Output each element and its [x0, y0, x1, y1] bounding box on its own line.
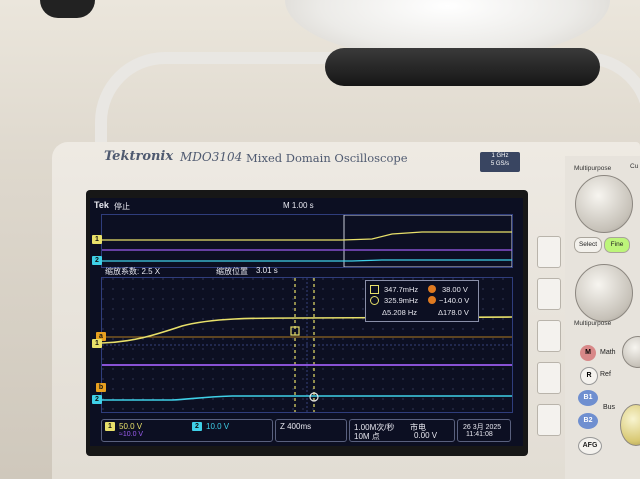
ref-b-marker: b — [96, 383, 106, 392]
trigger-source: 市电 — [410, 423, 426, 432]
brand-logo: Tektronix — [104, 149, 174, 164]
spec-badge: 1 GHz 5 GS/s — [480, 152, 520, 172]
side-menu-button-4[interactable] — [537, 362, 561, 394]
readout-delta-freq: Δ5.208 Hz — [382, 308, 418, 317]
zoom-ch2-marker: 2 — [92, 395, 102, 404]
tek-logo: Tek — [94, 200, 109, 210]
ref-label: Ref — [600, 371, 611, 378]
multipurpose-a-label: Multipurpose — [574, 165, 612, 172]
bottom-ch1-badge: 1 — [105, 422, 115, 431]
zoom-ch1-marker: 1 — [92, 339, 102, 348]
readout-row-a: 347.7mHz 38.00 V — [366, 285, 478, 295]
zoom-box — [343, 215, 512, 267]
multipurpose-a-knob[interactable] — [575, 175, 633, 233]
zoom-position-label: 缩放位置 — [216, 267, 248, 276]
scope-screen: Tek 停止 M 1.00 s 1 2 缩放系数: 2.5 X 缩放位置 3.0… — [90, 198, 523, 446]
timebase-label: M 1.00 s — [283, 201, 314, 210]
bottom-ch2-badge: 2 — [192, 422, 202, 431]
readout-delta-v: Δ178.0 V — [438, 308, 469, 317]
zoom-factor: 缩放系数: 2.5 X — [105, 267, 161, 276]
afg-button[interactable]: AFG — [578, 437, 602, 455]
math-m-button[interactable]: M — [580, 345, 596, 361]
ref-b-dot-icon — [428, 296, 436, 304]
trigger-level: 0.00 V — [414, 431, 438, 440]
bus-b1-button[interactable]: B1 — [578, 390, 598, 406]
zoom-position-value: 3.01 s — [256, 266, 278, 275]
time: 11:41:08 — [466, 431, 493, 438]
model-name: MDO3104 — [180, 150, 243, 164]
readout-b-freq: 325.9mHz — [384, 296, 419, 305]
side-menu-button-5[interactable] — [537, 404, 561, 436]
spec-bandwidth: 1 GHz — [491, 153, 509, 159]
math-label: Math — [600, 349, 616, 356]
readout-a-freq: 347.7mHz — [384, 285, 419, 294]
datetime-cell: 26 3月 2025 11:41:08 — [457, 419, 511, 442]
sample-rate: 1.00M次/秒 — [354, 423, 395, 432]
ch2-scale: 10.0 V — [206, 422, 230, 431]
overview-ch1-marker: 1 — [92, 235, 102, 244]
readout-row-delta: Δ5.208 Hz Δ178.0 V — [366, 308, 478, 318]
spec-rate: 5 GS/s — [490, 161, 510, 167]
side-menu-button-2[interactable] — [537, 278, 561, 310]
cursor-readout: 347.7mHz 38.00 V 325.9mHz −140.0 V Δ5.20… — [365, 280, 479, 322]
overview-traces — [102, 215, 512, 267]
multipurpose-b-label: Multipurpose — [574, 320, 612, 327]
zoom-timebase: Z 400ms — [280, 422, 312, 431]
channel-scale-cell[interactable]: 1 50.0 V 2 10.0 V ≈10.0 V — [101, 419, 273, 442]
readout-row-b: 325.9mHz −140.0 V — [366, 296, 478, 306]
record-length: 10M 点 — [354, 432, 380, 441]
status-bar: Tek 停止 M 1.00 s — [90, 198, 523, 212]
overview-ch2-marker: 2 — [92, 256, 102, 265]
zoom-info-bar: 缩放系数: 2.5 X 缩放位置 3.01 s — [101, 265, 511, 277]
acquisition-cell[interactable]: 1.00M次/秒 10M 点 市电 0.00 V — [349, 419, 455, 442]
bench-object — [40, 0, 95, 18]
model-description: Mixed Domain Oscilloscope — [246, 151, 408, 165]
zoom-ch2-trace — [102, 395, 512, 401]
horizontal-cell[interactable]: Z 400ms — [275, 419, 347, 442]
readout-a-value: 38.00 V — [442, 285, 468, 294]
ch1-scale: 50.0 V — [119, 422, 143, 431]
fine-button[interactable]: Fine — [604, 237, 630, 253]
ref-a-dot-icon — [428, 285, 436, 293]
handle-grip — [325, 48, 600, 86]
readout-b-value: −140.0 V — [439, 296, 470, 305]
cursor-b-circle-icon — [370, 296, 379, 305]
panel-cut-label: Cu — [630, 163, 639, 170]
bottom-info-bar: 1 50.0 V 2 10.0 V ≈10.0 V Z 400ms 1.00M次… — [101, 419, 511, 442]
side-menu-button-1[interactable] — [537, 236, 561, 268]
cursor-a-marker — [290, 326, 300, 336]
side-menu-button-3[interactable] — [537, 320, 561, 352]
run-state: 停止 — [114, 202, 130, 211]
date: 26 3月 2025 — [463, 424, 502, 431]
cursor-a-square-icon — [370, 285, 379, 294]
bus-label: Bus — [603, 404, 616, 411]
overview-ch2-trace — [102, 259, 512, 262]
overview-window: 1 2 — [92, 214, 513, 268]
math-scale: ≈10.0 V — [119, 431, 144, 438]
overview-ch1-trace — [102, 231, 512, 241]
cursor-b-marker — [309, 392, 319, 402]
bus-b2-button[interactable]: B2 — [578, 413, 598, 429]
ref-a-marker: a — [96, 332, 106, 341]
select-button[interactable]: Select — [574, 237, 602, 253]
multipurpose-b-knob[interactable] — [575, 264, 633, 322]
ref-r-button[interactable]: R — [580, 367, 598, 385]
